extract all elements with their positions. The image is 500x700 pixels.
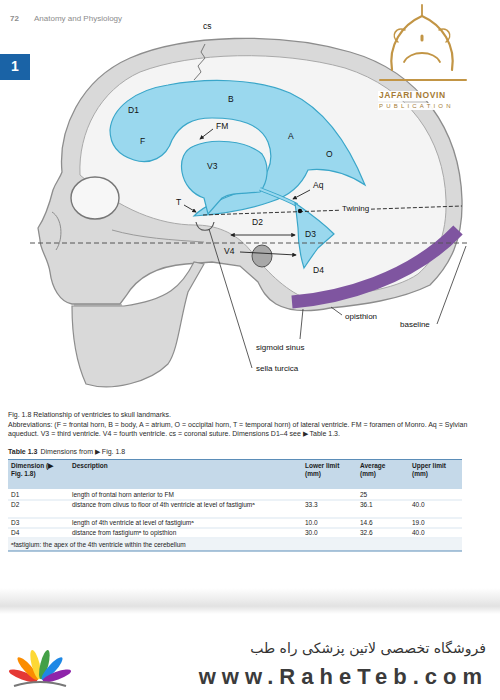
landmark-label: baseline	[400, 320, 430, 329]
t-pointer	[184, 205, 196, 212]
sigmoid-leader	[300, 309, 303, 339]
dimension-label: D2	[252, 218, 263, 228]
d2-dimension-line	[231, 235, 295, 236]
table-footnote-band	[8, 539, 462, 551]
table-footnote: ᵃfastigium: the apex of the 4th ventricl…	[11, 541, 186, 549]
chapter-number: 1	[11, 59, 19, 74]
suture-label: cs	[203, 22, 212, 32]
part-label: Aq	[313, 181, 323, 191]
aqueduct-lumen	[260, 189, 297, 205]
logo-book	[14, 682, 66, 686]
line-label: Twining	[340, 204, 371, 213]
baseline-line	[30, 243, 470, 244]
table-cell: distance from fastigiumᵃ to opisthion	[72, 529, 272, 537]
figure-caption: Fig. 1.8 Relationship of ventricles to s…	[8, 411, 171, 420]
aq-pointer	[293, 190, 310, 199]
landmark-label: opisthion	[345, 312, 377, 321]
table-header: Dimension (▶ Fig. 1.8)	[11, 462, 66, 478]
part-label: F	[140, 137, 145, 147]
part-label: B	[228, 95, 234, 105]
table-cell: 32.6	[360, 529, 373, 537]
v4-pointer	[240, 252, 296, 255]
petrous-bone	[252, 245, 272, 267]
fastigium-dot	[298, 209, 302, 213]
publisher-tag: PUBLICATION	[378, 103, 455, 110]
store-logo	[8, 649, 73, 686]
page-number: 72	[10, 14, 19, 23]
logo-dome	[391, 16, 452, 70]
table-header: Description	[72, 462, 272, 470]
sella-turcica-shape	[196, 222, 214, 230]
mandible	[72, 262, 204, 387]
table-top-rule	[8, 459, 462, 460]
table-title: Dimensions from ▶ Fig. 1.8	[40, 448, 125, 457]
fm-pointer	[200, 129, 213, 139]
part-label: V4	[224, 247, 234, 257]
running-head: Anatomy and Physiology	[34, 14, 122, 23]
table-header-band	[8, 460, 462, 489]
teeth-line	[74, 305, 122, 306]
table-header: Average (mm)	[360, 462, 400, 478]
table-cell: 30.0	[305, 529, 318, 537]
part-label: FM	[216, 122, 228, 132]
part-label: O	[326, 150, 333, 160]
publisher-name: JAFARI NOVIN	[378, 91, 447, 101]
table-cell: distance from clivus to floor of 4th ven…	[72, 501, 272, 509]
table-cell: length of 4th ventricle at level of fast…	[72, 519, 272, 527]
table-cell: length of frontal horn anterior to FM	[72, 491, 272, 499]
chapter-tab: 1	[0, 54, 30, 80]
part-label: V3	[207, 162, 217, 172]
publisher-logo	[380, 5, 466, 80]
table-header: Lower limit (mm)	[305, 462, 350, 478]
landmark-label: sella turcica	[256, 364, 298, 373]
logo-curl	[394, 29, 405, 42]
logo-arch	[404, 53, 440, 62]
table-cell: D3	[11, 519, 19, 527]
table-bottom-rule	[8, 551, 462, 552]
fourth-ventricle	[295, 203, 334, 268]
table-cell: D1	[11, 491, 19, 499]
table-header: Upper limit (mm)	[412, 462, 457, 478]
store-name: فروشگاه تخصصی لاتین پزشکی راه طب	[250, 640, 486, 656]
table-cell: 10.0	[305, 519, 318, 527]
logo-curl	[439, 29, 450, 42]
table-cell: 33.3	[305, 501, 318, 509]
part-label: T	[176, 198, 181, 208]
opisthion-leader	[331, 307, 342, 315]
table-number: Table 1.3	[8, 448, 37, 457]
orbit	[71, 177, 119, 219]
cranial-cavity	[80, 56, 446, 298]
logo-stroke	[380, 79, 466, 81]
table-cell: 19.0	[412, 519, 425, 527]
nasal-aperture	[52, 212, 61, 250]
website: www.RaheTeb.com	[199, 664, 488, 689]
sella-leader	[209, 229, 252, 368]
table-cell: 36.1	[360, 501, 373, 509]
figure-note: Abbreviations: (F = frontal horn, B = bo…	[8, 421, 484, 439]
aqueduct	[260, 189, 297, 205]
page-edge-shade	[0, 588, 500, 614]
dimension-label: D4	[313, 266, 324, 276]
table-cell: 25	[360, 491, 367, 499]
logo-finial	[421, 5, 423, 16]
table-cell: 14.6	[360, 519, 373, 527]
third-ventricle	[182, 141, 268, 214]
table-cell: D4	[11, 529, 19, 537]
twining-line	[203, 206, 462, 215]
table-cell: D2	[11, 501, 19, 509]
coronal-suture	[194, 44, 205, 80]
table-cell: 40.0	[412, 501, 425, 509]
part-label: A	[288, 132, 294, 142]
dimension-label: D1	[128, 106, 139, 116]
zygomatic-arch	[112, 230, 204, 242]
table-cell: 40.0	[412, 529, 425, 537]
landmark-label: sigmoid sinus	[256, 343, 304, 352]
baseline-leader	[437, 246, 466, 324]
lateral-ventricle	[110, 80, 365, 216]
table-row-rule	[8, 500, 462, 538]
logo-dot	[421, 36, 424, 40]
dimension-label: D3	[305, 230, 316, 240]
